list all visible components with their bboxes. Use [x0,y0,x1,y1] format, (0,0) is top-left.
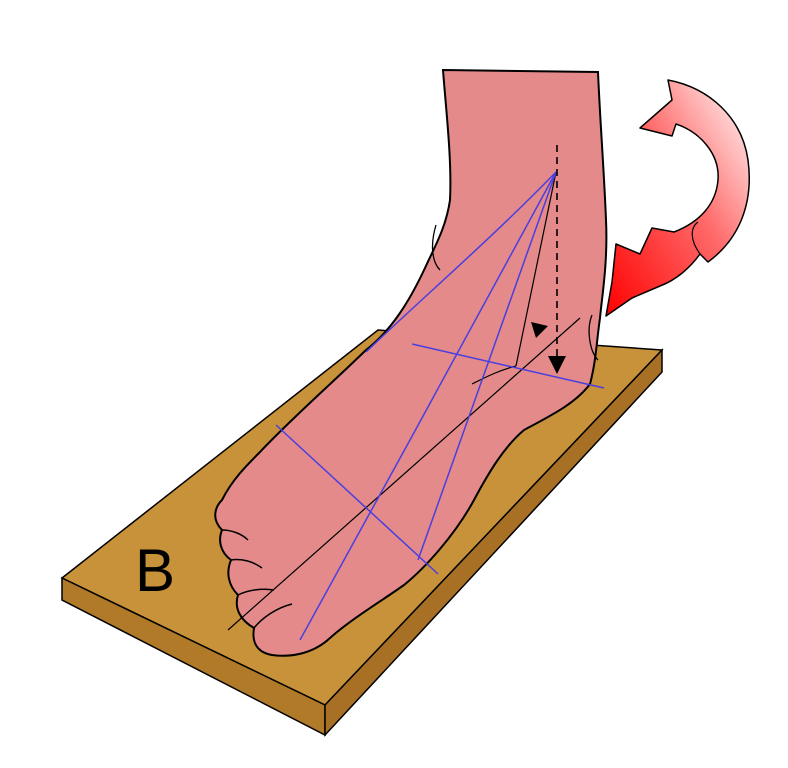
toe-line-4 [221,529,249,541]
small-arrowhead [531,322,548,338]
toe-line-1 [253,603,293,629]
blue-line-to-heel [409,171,557,441]
toe-line-2 [237,588,275,596]
panel-label: B [135,537,175,604]
foot-outline [214,68,608,657]
blue-curve-medial [365,171,557,353]
ankle-contour [431,224,441,271]
foot [214,68,608,657]
long-axis-line [227,317,581,631]
blue-cross-line-lower [275,424,439,575]
board-right-side [324,348,663,737]
dashed-down-arrow-icon [531,145,566,374]
blue-diagonal-forefoot [299,439,411,641]
toe-line-3 [230,558,263,569]
arrow-fold-edge [691,221,701,255]
blue-axes [275,171,605,641]
blue-line-to-forefoot [417,171,557,561]
curved-rotation-arrow-icon [605,79,750,317]
vertical-reference-line [515,171,557,367]
blue-cross-line-upper [411,343,605,389]
malleolus-contour [588,314,599,361]
